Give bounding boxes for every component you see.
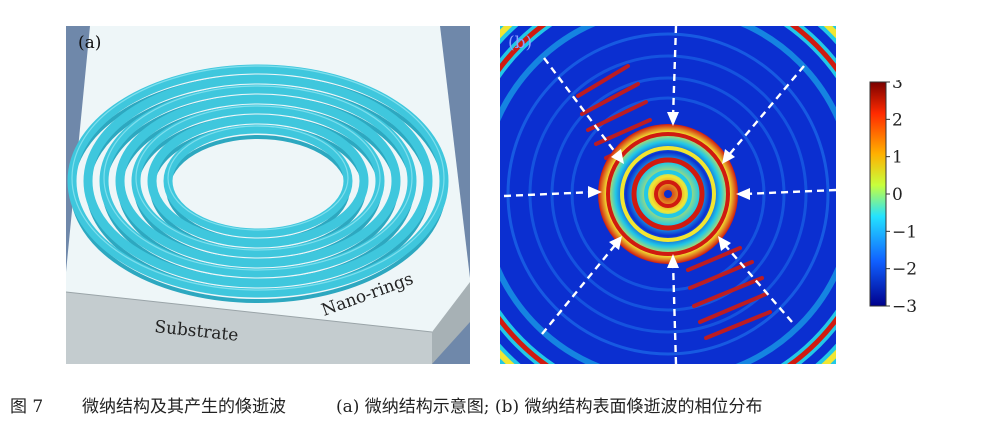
- caption-title: 微纳结构及其产生的倏逝波: [82, 397, 286, 417]
- nano-ring-6: [147, 114, 369, 248]
- central-rings: [606, 132, 730, 256]
- arrow-right: [743, 188, 836, 196]
- arrow-bottom: [671, 261, 678, 364]
- arrow-bottom-right: [723, 243, 793, 323]
- colorbar-tick-label: 3: [892, 80, 903, 93]
- colorbar-tick-label: −1: [892, 222, 917, 242]
- substrate-edge: [65, 291, 433, 333]
- substrate-right-face: [432, 282, 470, 364]
- colorbar-gradient: [869, 81, 887, 307]
- caption-parts: (a) 微纳结构示意图; (b) 微纳结构表面倏逝波的相位分布: [336, 397, 763, 417]
- ring-highlights: [71, 65, 445, 291]
- phase-colorbar: 3 2 1 0 −1 −2 −3: [868, 73, 958, 320]
- panel-b-label: (b): [508, 33, 532, 53]
- nano-ring-2: [83, 74, 433, 288]
- arrow-top: [671, 26, 678, 119]
- colorbar-tick-label: 2: [892, 110, 903, 130]
- colorbar-tick-label: −2: [892, 260, 917, 280]
- arrow-top-left: [543, 57, 619, 157]
- figure-caption: 图 7 微纳结构及其产生的倏逝波 (a) 微纳结构示意图; (b) 微纳结构表面…: [0, 392, 994, 422]
- nano-ring-4: [115, 94, 401, 268]
- substrate-front-face: [66, 292, 432, 364]
- panel-a-nano-rings: (a) Substrate Nano-rings: [65, 26, 470, 364]
- panel-b-figure: (b): [500, 26, 836, 364]
- panel-a-figure: (a) Substrate Nano-rings: [65, 26, 470, 364]
- focus-arrows: [503, 26, 836, 364]
- caption-figure-number: 图 7: [10, 397, 44, 417]
- outer-wavefronts: [500, 26, 836, 364]
- panel-b-phase-map: (b): [500, 26, 836, 364]
- colorbar-tick-label: −3: [892, 297, 917, 317]
- panel-a-label: (a): [78, 33, 101, 53]
- arrow-heads: [588, 112, 750, 268]
- colorbar-tick-label: 0: [892, 185, 903, 205]
- arrow-bottom-left: [541, 243, 617, 335]
- colorbar-tick-label: 1: [892, 148, 903, 168]
- fringe-bands-lower: [686, 246, 772, 340]
- colorbar-ticks: 3 2 1 0 −1 −2 −3: [886, 73, 917, 317]
- colorbar-figure: 3 2 1 0 −1 −2 −3: [869, 73, 917, 317]
- arrow-top-right: [727, 65, 805, 157]
- arrow-left: [503, 190, 595, 198]
